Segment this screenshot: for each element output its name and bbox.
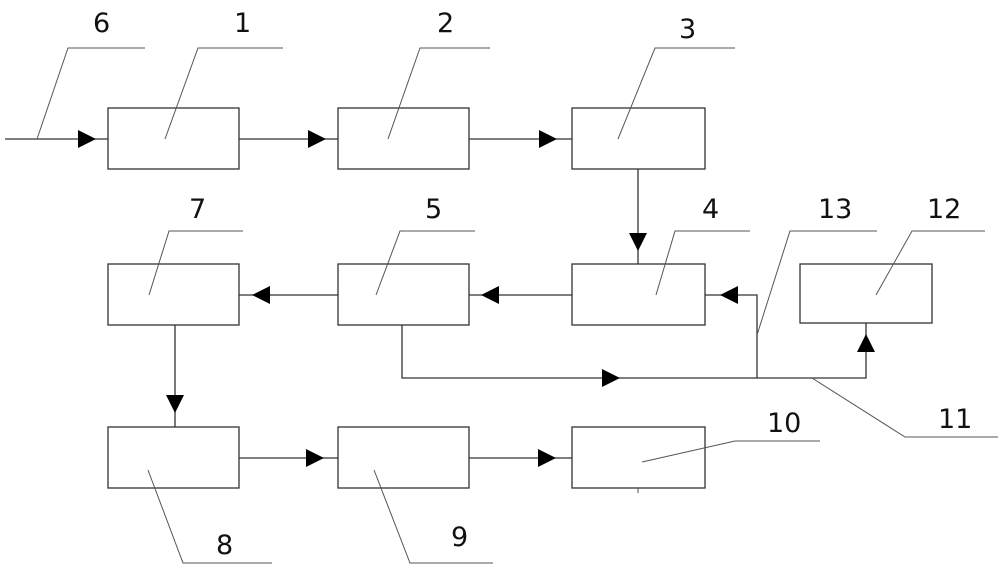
block-10 bbox=[571, 426, 706, 489]
leader-5 bbox=[375, 230, 475, 296]
label-2: 2 bbox=[437, 8, 454, 39]
label-12: 12 bbox=[927, 194, 961, 225]
leader-3 bbox=[617, 47, 735, 140]
arrow-line-11 bbox=[602, 369, 620, 387]
label-4: 4 bbox=[702, 194, 719, 225]
leader-9 bbox=[373, 469, 493, 564]
block-9 bbox=[337, 426, 470, 489]
leader-13 bbox=[756, 230, 877, 336]
block-12 bbox=[799, 263, 933, 324]
arrow-into-12 bbox=[857, 334, 875, 352]
label-10: 10 bbox=[767, 408, 801, 439]
block-5 bbox=[337, 263, 470, 326]
label-1: 1 bbox=[234, 8, 251, 39]
block-4 bbox=[571, 263, 706, 326]
leader-2 bbox=[387, 47, 490, 140]
label-8: 8 bbox=[216, 530, 233, 561]
leader-6 bbox=[36, 47, 145, 140]
label-13: 13 bbox=[818, 194, 852, 225]
block-3 bbox=[571, 107, 706, 170]
arrow-into-4-from-13 bbox=[720, 286, 738, 304]
arrow-into-10 bbox=[538, 449, 556, 467]
label-11: 11 bbox=[938, 404, 972, 435]
arrow-into-7 bbox=[252, 286, 270, 304]
block-7 bbox=[107, 263, 240, 326]
arrow-into-8 bbox=[166, 395, 184, 413]
leader-10 bbox=[641, 440, 820, 463]
leader-8 bbox=[147, 469, 272, 564]
leader-7 bbox=[148, 230, 243, 296]
block-1 bbox=[107, 107, 240, 170]
label-7: 7 bbox=[189, 194, 206, 225]
arrow-into-1 bbox=[78, 130, 96, 148]
block-2 bbox=[337, 107, 470, 170]
leader-11 bbox=[811, 377, 998, 438]
arrow-into-3 bbox=[539, 130, 557, 148]
arrow-into-5 bbox=[481, 286, 499, 304]
leader-4 bbox=[655, 230, 750, 296]
label-9: 9 bbox=[451, 522, 468, 553]
line-13-feedback bbox=[705, 294, 758, 378]
line-11-from-5 bbox=[401, 323, 867, 379]
arrow-into-4 bbox=[629, 233, 647, 251]
arrow-into-2 bbox=[308, 130, 326, 148]
leader-1 bbox=[164, 47, 283, 140]
label-3: 3 bbox=[679, 14, 696, 45]
arrow-into-9 bbox=[306, 449, 324, 467]
label-6: 6 bbox=[93, 8, 110, 39]
leader-12 bbox=[875, 230, 985, 296]
label-5: 5 bbox=[425, 194, 442, 225]
block-8 bbox=[107, 426, 240, 489]
